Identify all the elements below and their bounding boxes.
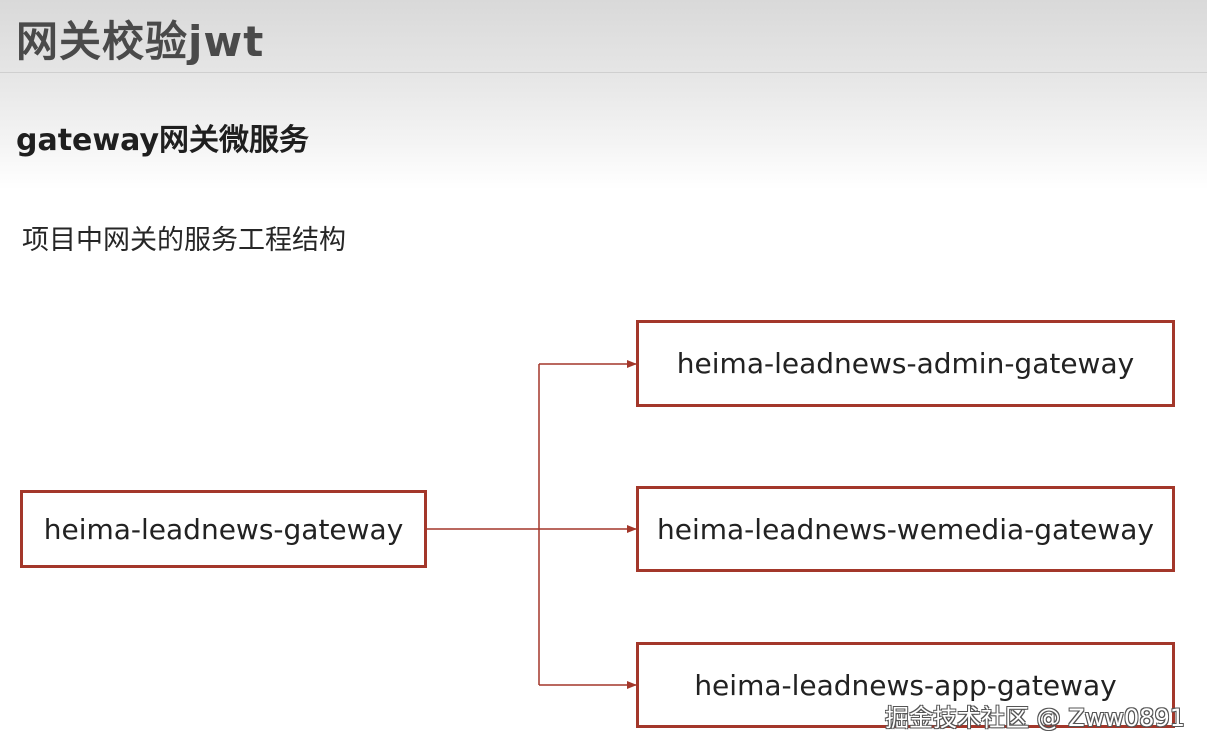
slide-title: 网关校验jwt: [16, 17, 265, 66]
node-app-gateway-label: heima-leadnews-app-gateway: [694, 668, 1117, 702]
node-source-gateway-label: heima-leadnews-gateway: [43, 512, 404, 546]
node-source-gateway: heima-leadnews-gateway: [20, 490, 427, 568]
description-text: 项目中网关的服务工程结构: [22, 225, 346, 256]
node-admin-gateway-label: heima-leadnews-admin-gateway: [676, 347, 1135, 380]
slide-subtitle: gateway网关微服务: [16, 123, 309, 158]
node-admin-gateway: heima-leadnews-admin-gateway: [636, 320, 1175, 407]
watermark-text: 掘金技术社区 @ Zww0891: [884, 704, 1185, 732]
node-app-gateway: heima-leadnews-app-gateway: [636, 642, 1175, 728]
title-divider: [0, 72, 1207, 73]
node-wemedia-gateway: heima-leadnews-wemedia-gateway: [636, 486, 1175, 572]
node-wemedia-gateway-label: heima-leadnews-wemedia-gateway: [657, 512, 1154, 546]
slide-header: [0, 0, 1207, 190]
